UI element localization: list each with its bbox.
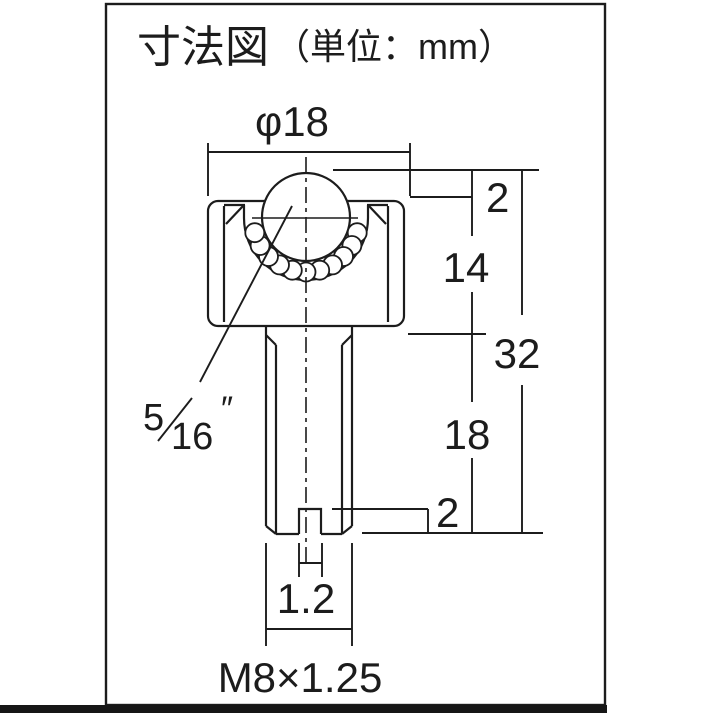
- housing-chamfer-right: [368, 205, 387, 225]
- dim-heights: 2 14 32 18 2: [332, 169, 543, 536]
- screwdriver-slot: [297, 507, 323, 534]
- ball-size-callout: 5 16 ″: [143, 205, 293, 458]
- dim-thread-length-label: 18: [444, 411, 491, 458]
- dim-body-height-label: 14: [443, 244, 490, 291]
- bearing-ball: [244, 222, 266, 244]
- page-title: 寸法図: [137, 23, 269, 72]
- bearing-balls: [244, 222, 368, 283]
- fraction-slash: [157, 397, 193, 442]
- dim-slot-width: 1.2: [277, 543, 335, 622]
- unit-note: （単位：mm）: [274, 26, 514, 67]
- centerlines: [252, 157, 358, 562]
- dim-slot-width-label: 1.2: [277, 575, 335, 622]
- dim-diameter: φ18: [207, 98, 411, 196]
- border-frame: [0, 2, 607, 713]
- title-block: 寸法図 （単位：mm）: [137, 23, 514, 72]
- stem-chamfer-top-left: [265, 334, 277, 346]
- stem-chamfer-top-right: [341, 334, 353, 346]
- ball-size-numerator: 5: [143, 397, 164, 439]
- dim-protrusion-label: 2: [486, 174, 509, 221]
- inch-mark: ″: [221, 390, 233, 428]
- dim-thread-spec: M8×1.25: [218, 543, 383, 701]
- dim-diameter-label: φ18: [255, 98, 329, 145]
- dim-slot-depth-label: 2: [436, 489, 459, 536]
- dim-overall-height-label: 32: [494, 330, 541, 377]
- threaded-stem: [264, 326, 354, 536]
- thread-spec-label: M8×1.25: [218, 654, 383, 701]
- housing-chamfer-left: [225, 205, 244, 225]
- stem-chamfer-bottom-right: [341, 525, 353, 535]
- bottom-bar: [0, 705, 607, 713]
- leader-line: [199, 205, 293, 383]
- stem-chamfer-bottom-left: [265, 525, 277, 535]
- ball-size-denominator: 16: [171, 416, 213, 458]
